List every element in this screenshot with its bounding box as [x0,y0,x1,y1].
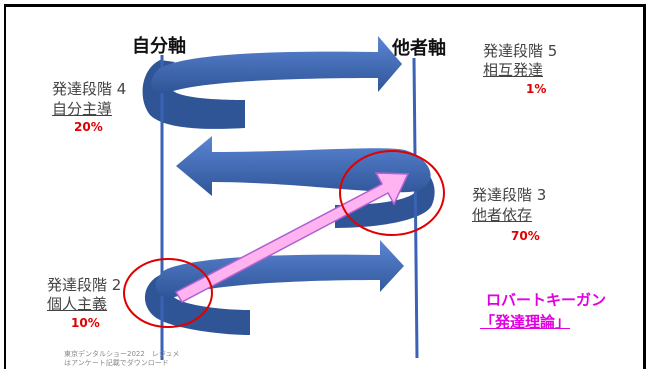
stage4-name-text: 自分主導 [52,100,113,118]
slide-frame-right [643,4,646,369]
highlight-circle-stage3 [339,150,445,236]
stage2-percent: 10% [71,316,100,330]
stage5-name: 相互発達 [483,61,543,79]
spiral-arrow-middle [176,136,431,196]
theory-author: ロバートキーガン [486,291,607,309]
other-axis-title: 他者軸 [392,38,446,59]
theory-name: 「発達理論」 [480,312,570,332]
stage3-percent: 70% [511,229,540,243]
stage4-name: 自分主導 [52,100,112,118]
self-axis-title: 自分軸 [132,36,186,57]
stage3-name-text: 他者依存 [472,206,533,224]
spiral-arrow-top [151,36,402,94]
stage2-name-text: 個人主義 [47,295,108,313]
stage5-title: 発達段階 5 [483,42,558,60]
stage2-title: 発達段階 2 [47,276,122,294]
stage4-title: 発達段階 4 [52,80,127,98]
highlight-circle-stage2 [123,258,213,328]
stage3-name: 他者依存 [472,206,532,224]
resume-download-note: 東京デンタルショー2022 レジュメ はアンケート記載でダウンロード [64,350,179,368]
footnote-line1: 東京デンタルショー2022 レジュメ [64,350,180,358]
footnote-line2: はアンケート記載でダウンロード [64,359,169,367]
stage5-name-text: 相互発達 [483,61,544,79]
stage2-name: 個人主義 [47,295,107,313]
spiral-back-segment-bottom [145,275,250,335]
stage4-percent: 20% [74,120,103,134]
slide-frame-top [4,4,646,7]
spiral-back-segment-top [142,60,245,129]
slide-frame-left [4,4,6,369]
stage3-title: 発達段階 3 [472,186,547,204]
other-axis-line [412,57,419,359]
theory-name-text: 「発達理論」 [480,313,571,331]
stage5-percent: 1% [526,82,547,96]
spiral-back-segment-middle [335,160,435,228]
pink-growth-arrow [174,172,410,303]
